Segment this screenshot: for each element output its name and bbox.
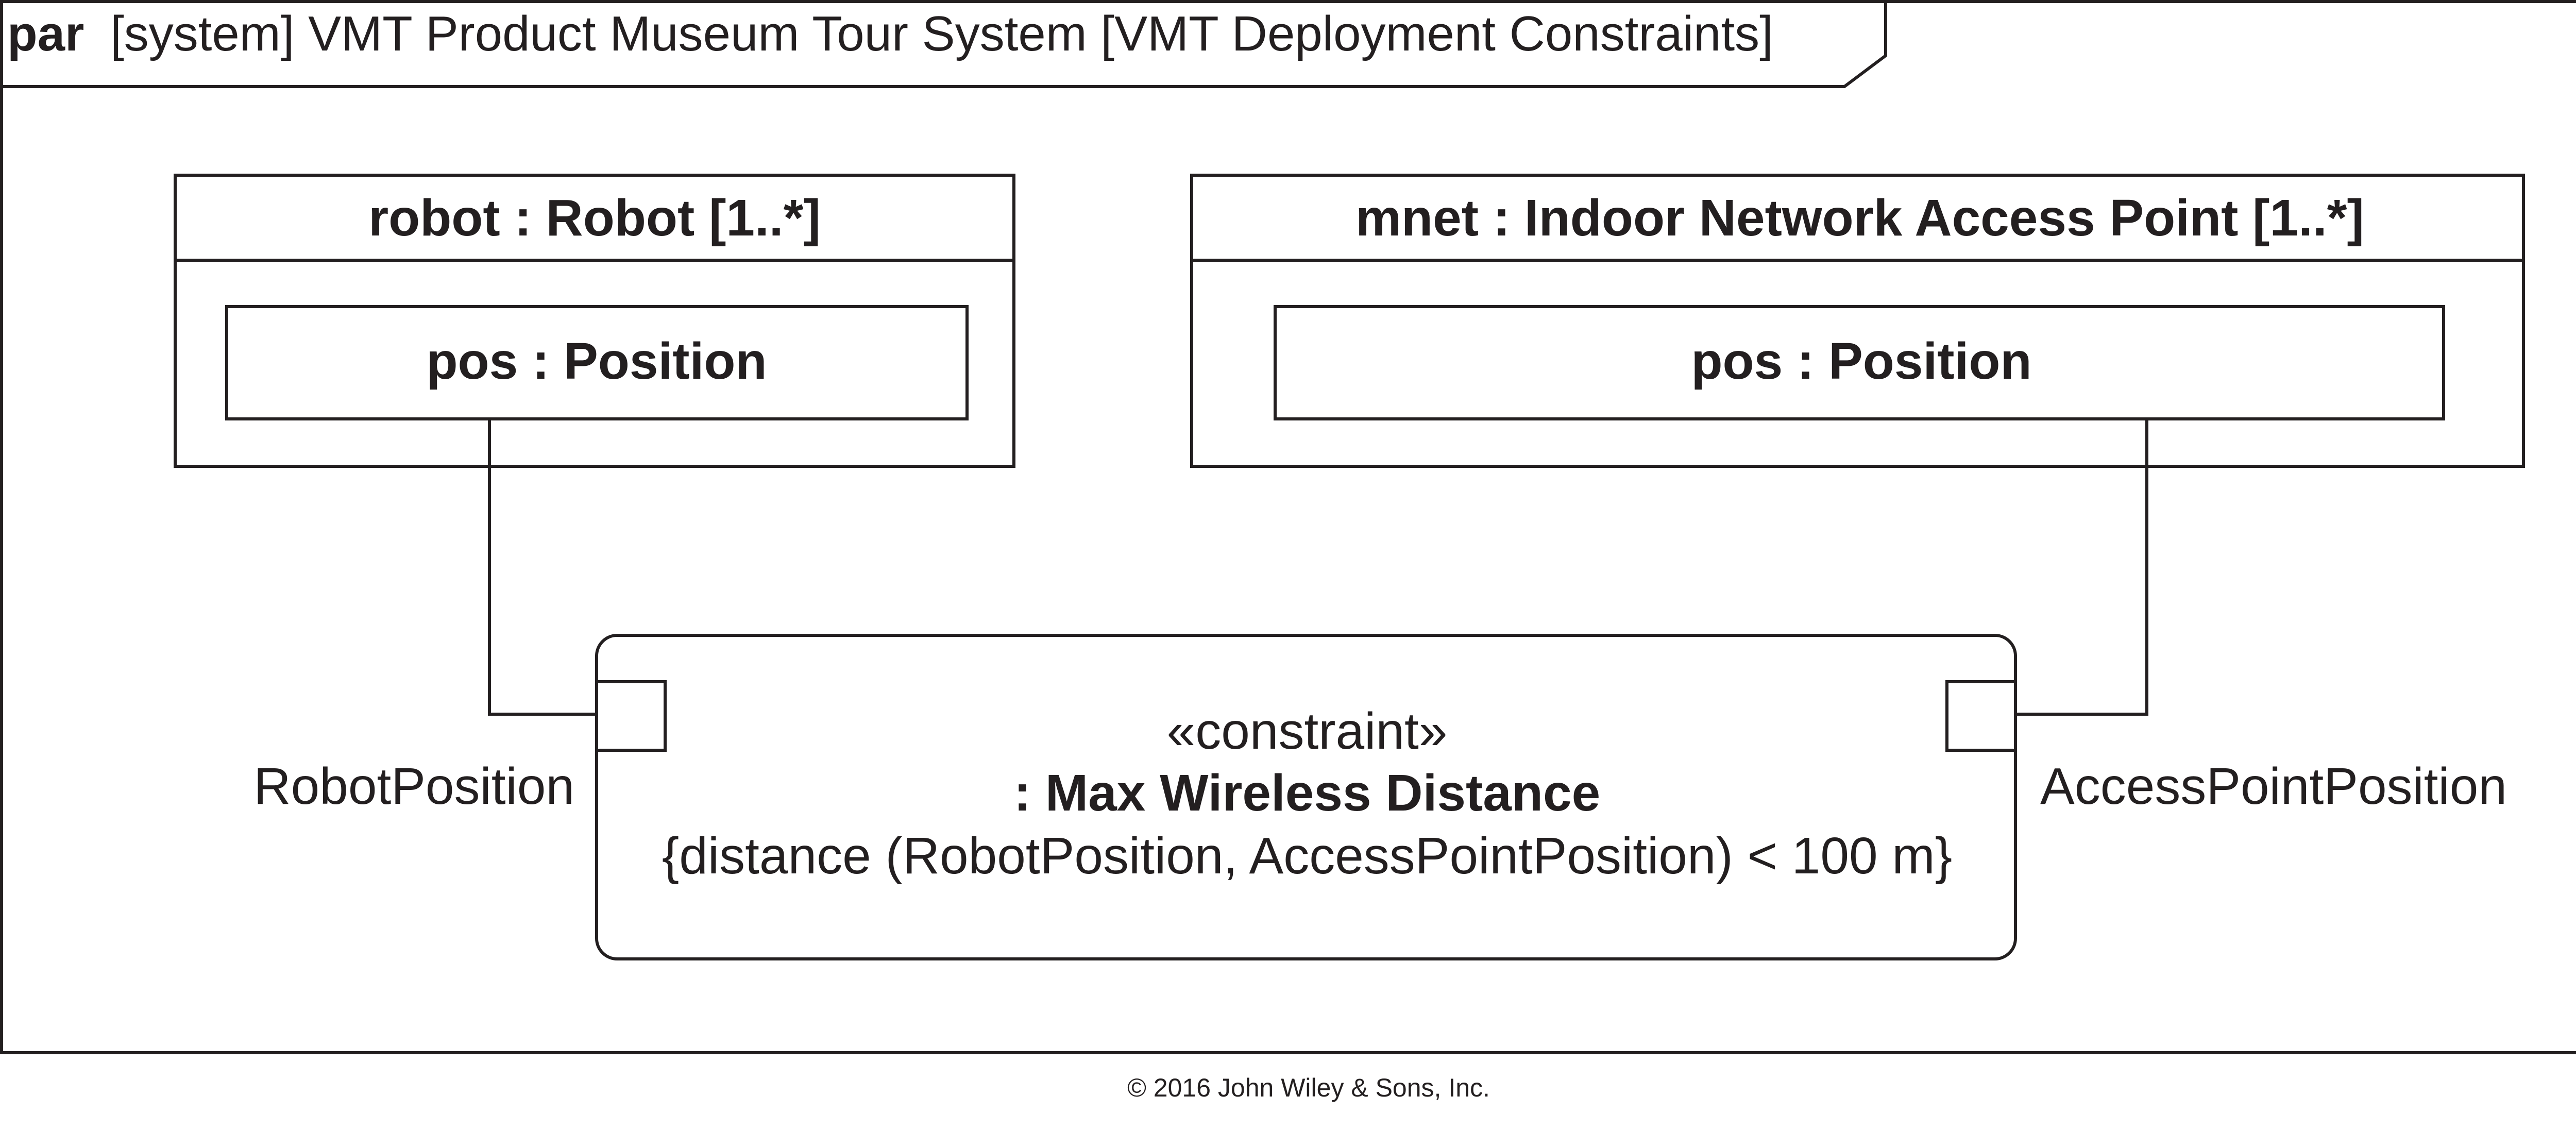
robot-pos-label: pos : Position <box>426 332 767 390</box>
robot-pos-property[interactable] <box>225 305 969 420</box>
access-point-pos-property[interactable] <box>1274 305 2445 420</box>
robot-part-box <box>174 174 1015 468</box>
constraint-property[interactable]: «constraint» : Max Wireless Distance {di… <box>595 634 2017 960</box>
access-point-binding-connector[interactable] <box>2015 419 2148 716</box>
access-point-pos-label: pos : Position <box>1691 332 2031 390</box>
frame-name-tab <box>0 0 1887 88</box>
access-point-part[interactable]: mnet : Indoor Network Access Point [1..*… <box>1190 174 2525 468</box>
robot-position-label: RobotPosition <box>253 757 574 815</box>
constraint-name: : Max Wireless Distance <box>1014 764 1600 822</box>
frame-title: par [system] VMT Product Museum Tour Sys… <box>7 6 1773 61</box>
diagram-frame <box>0 0 2576 1054</box>
constraint-stereotype: «constraint» <box>1167 702 1448 760</box>
robot-binding-connector[interactable] <box>488 419 597 716</box>
robot-position-parameter[interactable] <box>595 680 667 752</box>
access-point-part-title: mnet : Indoor Network Access Point [1..*… <box>1355 189 2364 247</box>
access-point-position-label: AccessPointPosition <box>2040 757 2507 815</box>
access-point-position-parameter[interactable] <box>1945 680 2017 752</box>
frame-title-text: [system] VMT Product Museum Tour System … <box>110 6 1773 61</box>
robot-part-title: robot : Robot [1..*] <box>368 189 821 247</box>
constraint-expression: {distance (RobotPosition, AccessPointPos… <box>662 827 1952 885</box>
copyright-notice: © 2016 John Wiley & Sons, Inc. <box>1127 1073 1490 1102</box>
constraint-box <box>595 634 2017 960</box>
access-point-part-box <box>1190 174 2525 468</box>
frame-keyword: par <box>7 6 84 61</box>
robot-part[interactable]: robot : Robot [1..*] pos : Position <box>174 174 1015 468</box>
